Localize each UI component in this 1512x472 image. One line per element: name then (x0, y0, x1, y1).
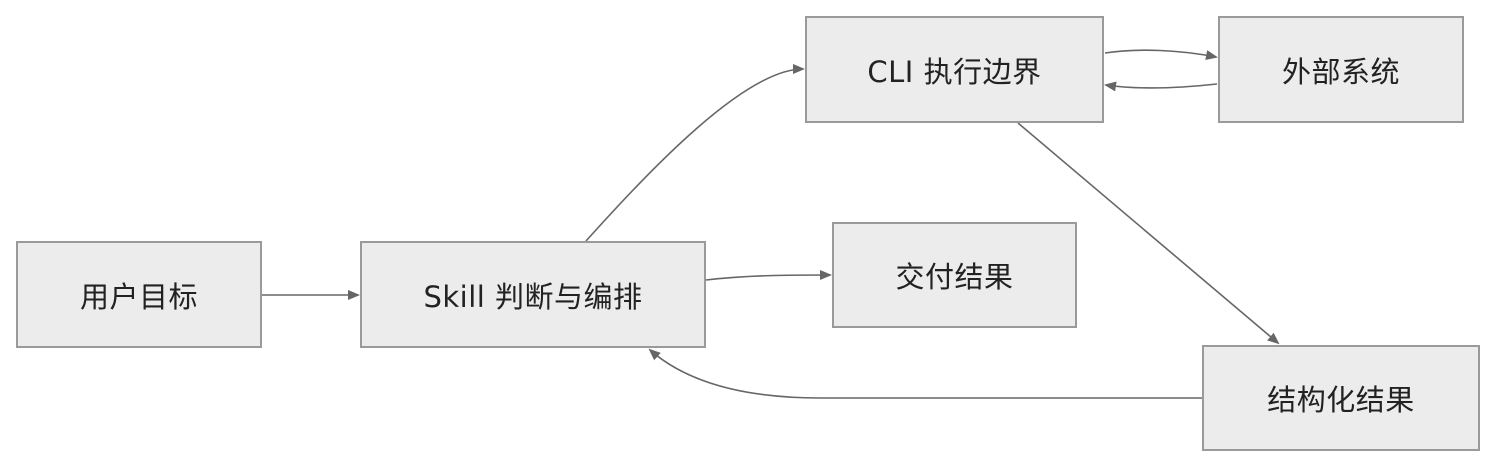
node-deliver-label: 交付结果 (895, 260, 1014, 294)
edge-cli-to-structured (1017, 122, 1280, 345)
node-structured: 结构化结果 (1202, 345, 1480, 451)
node-user-goal: 用户目标 (16, 241, 262, 348)
edge-structured-to-skill (648, 348, 1202, 399)
edge-skill-to-cli (585, 64, 805, 242)
node-deliver: 交付结果 (832, 222, 1077, 328)
node-skill: Skill 判断与编排 (360, 241, 706, 348)
edge-cli-to-external (1104, 49, 1218, 61)
node-cli: CLI 执行边界 (805, 16, 1104, 123)
node-skill-label: Skill 判断与编排 (423, 279, 643, 314)
node-cli-label: CLI 执行边界 (867, 54, 1042, 89)
edge-external-to-cli (1104, 81, 1218, 92)
node-structured-label: 结构化结果 (1267, 383, 1415, 417)
node-external: 外部系统 (1218, 16, 1464, 123)
node-user-goal-label: 用户目标 (79, 279, 198, 314)
node-external-label: 外部系统 (1281, 54, 1400, 89)
edge-skill-to-deliver (705, 270, 832, 281)
